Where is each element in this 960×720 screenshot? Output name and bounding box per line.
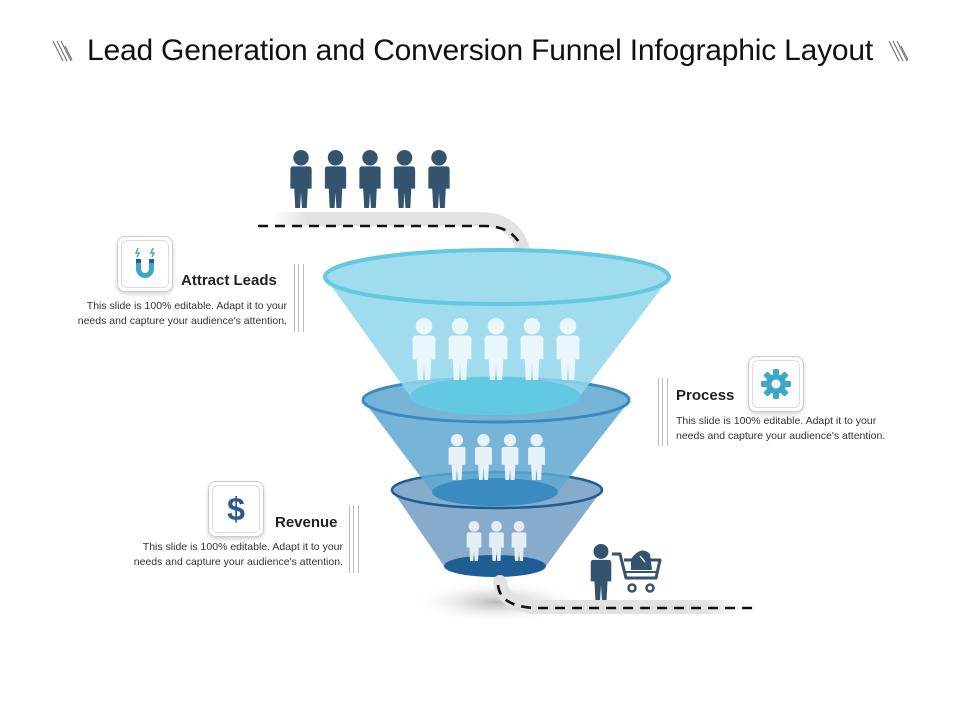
tier3-person-icon-1	[466, 521, 482, 561]
dollar-icon: $	[227, 491, 245, 527]
top-path	[258, 212, 529, 253]
attract-description-line-2: needs and capture your audience's attent…	[77, 315, 287, 327]
title-decoration-left-icon	[51, 38, 73, 64]
tier2-person-icon-2	[475, 434, 492, 480]
customer-person-icon	[590, 544, 612, 600]
process-divider	[658, 378, 668, 446]
tier2-person-icon-3	[501, 434, 519, 480]
gear-icon	[761, 369, 791, 399]
attract-description-line-1: This slide is 100% editable. Adapt it to…	[86, 300, 287, 312]
top-person-icon-5	[428, 150, 450, 208]
tier2-person-icon-1	[448, 434, 466, 480]
revenue-label: Revenue	[275, 514, 338, 531]
people-group-top	[290, 150, 450, 208]
tier1-person-icon-3	[484, 318, 508, 380]
process-icon-box	[748, 356, 804, 412]
tier1-person-icon-5	[556, 318, 580, 380]
tier1-person-icon-1	[412, 318, 436, 380]
tier2-person-icon-4	[528, 434, 545, 480]
top-person-icon-1	[290, 150, 312, 208]
attract-icon-box	[117, 236, 173, 292]
top-person-icon-3	[359, 150, 381, 208]
revenue-divider	[349, 505, 359, 573]
people-group-tier-3	[466, 521, 527, 561]
magnet-icon	[134, 247, 156, 278]
title-bar: Lead Generation and Conversion Funnel In…	[0, 26, 960, 76]
bottom-path	[493, 575, 758, 614]
title-decoration-right-icon	[887, 38, 909, 64]
people-group-tier-2	[448, 434, 545, 480]
revenue-description: This slide is 100% editable. Adapt it to…	[103, 540, 343, 570]
top-person-icon-4	[393, 150, 416, 208]
customer-figure-icon	[590, 544, 612, 600]
process-label: Process	[676, 387, 735, 404]
process-description-line-1: This slide is 100% editable. Adapt it to…	[676, 415, 877, 427]
tier3-person-icon-2	[489, 521, 504, 561]
attract-divider	[294, 264, 304, 332]
tier1-person-icon-2	[448, 318, 472, 380]
people-group-tier-1	[412, 318, 580, 380]
attract-label: Attract Leads	[181, 272, 277, 289]
process-description: This slide is 100% editable. Adapt it to…	[676, 414, 916, 444]
svg-text:$: $	[227, 491, 245, 527]
attract-description: This slide is 100% editable. Adapt it to…	[47, 299, 287, 329]
tier3-person-icon-3	[511, 521, 527, 561]
page-title: Lead Generation and Conversion Funnel In…	[86, 34, 873, 67]
tier1-person-icon-4	[520, 318, 544, 380]
process-description-line-2: needs and capture your audience's attent…	[676, 430, 886, 442]
revenue-icon-box: $	[208, 481, 264, 537]
top-person-icon-2	[324, 150, 347, 208]
shopping-cart-icon	[612, 550, 662, 593]
revenue-description-line-2: needs and capture your audience's attent…	[133, 556, 343, 568]
revenue-description-line-1: This slide is 100% editable. Adapt it to…	[142, 541, 343, 553]
